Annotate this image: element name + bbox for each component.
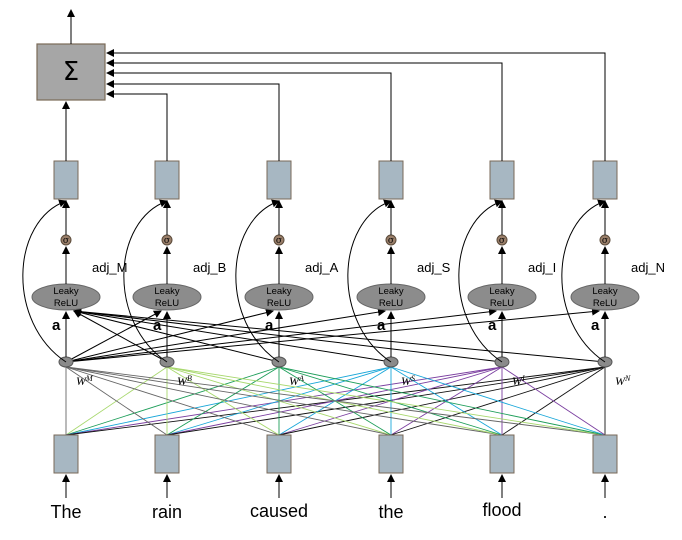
adjacency-label: adj_S [417, 260, 451, 275]
projection-edge [166, 366, 606, 436]
skip-connection [22, 199, 67, 363]
attention-edge [65, 308, 274, 363]
input-word: The [50, 502, 81, 522]
attention-label: a [52, 317, 61, 334]
sum-symbol: Σ [63, 57, 79, 87]
attention-label: a [377, 317, 386, 334]
head-output-box [266, 160, 292, 200]
adjacency-label: adj_N [631, 260, 665, 275]
projection-edge [65, 366, 168, 436]
input-embedding-box [592, 434, 618, 474]
skip-connection [561, 199, 606, 363]
projection-edge [166, 366, 280, 436]
attention-edge [73, 308, 392, 363]
weight-label: WN [615, 374, 631, 388]
sigma-label: σ [388, 236, 394, 246]
relu-label: ReLU [490, 298, 514, 309]
sigma-label: σ [602, 236, 608, 246]
projection-edge [390, 366, 503, 436]
relu-label: ReLU [267, 298, 291, 309]
weight-label: WB [177, 374, 192, 388]
relu-label: Leaky [378, 286, 404, 297]
input-embedding-box [266, 434, 292, 474]
input-projection-edges [65, 366, 606, 436]
sum-arrow [106, 90, 168, 161]
skip-connection [123, 199, 168, 363]
projection-edge [166, 366, 392, 436]
projection-edge [65, 366, 392, 436]
input-word: flood [482, 500, 521, 520]
adjacency-label: adj_M [92, 260, 127, 275]
attention-label: a [265, 317, 274, 334]
relu-label: ReLU [54, 298, 78, 309]
sum-arrow [106, 80, 280, 161]
sum-arrow [106, 69, 392, 161]
attention-edges [65, 307, 606, 363]
head-output-box [154, 160, 180, 200]
projection-edge [278, 366, 503, 436]
attention-label: a [591, 317, 600, 334]
skip-connection [235, 199, 280, 363]
sigma-label: σ [499, 236, 505, 246]
attention-edge [65, 307, 497, 363]
weight-label: WA [289, 374, 304, 388]
attention-label: a [153, 317, 162, 334]
relu-label: Leaky [266, 286, 292, 297]
weight-label: WS [401, 374, 415, 388]
attention-edge [65, 308, 386, 363]
relu-label: Leaky [53, 286, 79, 297]
input-word: caused [250, 501, 308, 521]
sigma-label: σ [276, 236, 282, 246]
sum-box [36, 43, 106, 101]
input-embedding-box [489, 434, 515, 474]
projection-edge [65, 366, 606, 436]
input-embedding-box [154, 434, 180, 474]
attention-edge [65, 307, 600, 363]
head-output-box [378, 160, 404, 200]
sum-arrow [106, 59, 503, 161]
skip-connection [347, 199, 392, 363]
weight-label: WM [76, 374, 94, 388]
attention-edge [73, 310, 168, 363]
projection-edge [390, 366, 606, 436]
input-word: the [378, 502, 403, 522]
relu-label: Leaky [489, 286, 515, 297]
head-output-box [592, 160, 618, 200]
node-labels: ΣTheadj_MLeakyReLUσaWMrainadj_BLeakyReLU… [50, 57, 664, 522]
attention-edge [73, 307, 503, 363]
relu-label: ReLU [155, 298, 179, 309]
adjacency-label: adj_B [193, 260, 226, 275]
head-output-box [53, 160, 79, 200]
sigma-label: σ [63, 236, 69, 246]
projection-edge [501, 366, 606, 436]
relu-label: ReLU [379, 298, 403, 309]
attention-edge [73, 307, 606, 363]
adjacency-label: adj_I [528, 260, 556, 275]
node-structure [22, 9, 640, 498]
input-embedding-box [53, 434, 79, 474]
projection-edge [65, 366, 503, 436]
projection-edge [278, 366, 606, 436]
relu-label: ReLU [593, 298, 617, 309]
relu-label: Leaky [592, 286, 618, 297]
skip-connection [458, 199, 503, 363]
input-embedding-box [378, 434, 404, 474]
adjacency-label: adj_A [305, 260, 339, 275]
attention-label: a [488, 317, 497, 334]
input-word: . [602, 502, 607, 522]
projection-edge [65, 366, 280, 436]
input-word: rain [152, 502, 182, 522]
sigma-label: σ [164, 236, 170, 246]
sum-arrow [106, 49, 606, 161]
relu-label: Leaky [154, 286, 180, 297]
weight-label: WI [512, 374, 525, 388]
attention-edge [73, 308, 280, 363]
head-output-box [489, 160, 515, 200]
